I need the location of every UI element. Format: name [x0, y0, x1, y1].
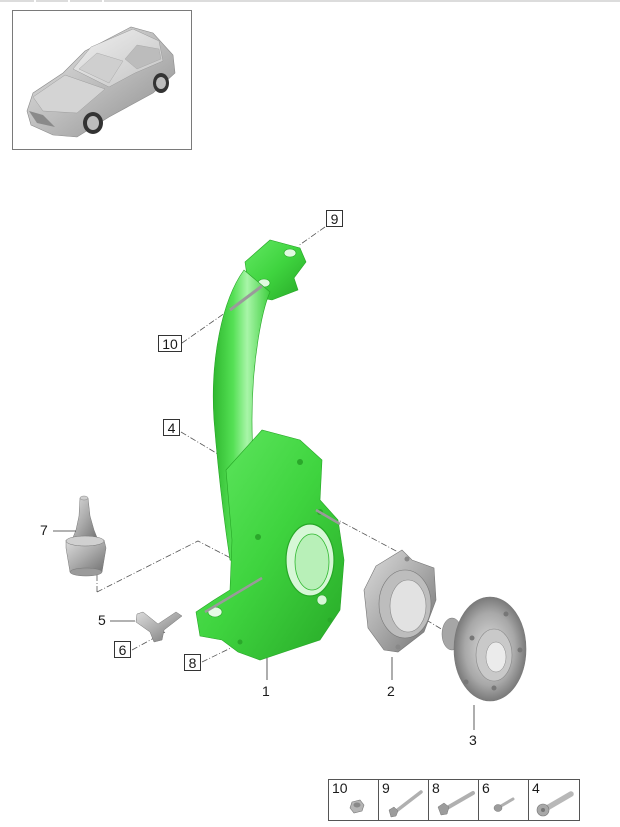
fastener-cell-10[interactable]: 10: [329, 780, 379, 820]
fastener-cell-8[interactable]: 8: [429, 780, 479, 820]
bracket[interactable]: [135, 611, 183, 643]
car-illustration: [26, 26, 176, 138]
callout-5[interactable]: 5: [98, 612, 106, 628]
fastener-cell-4[interactable]: 4: [529, 780, 579, 820]
callout-10[interactable]: 10: [158, 335, 182, 352]
flange-bolt-icon: [437, 791, 475, 816]
label-leaders: [53, 530, 475, 730]
wheel-hub[interactable]: [441, 596, 527, 702]
callout-1[interactable]: 1: [262, 683, 270, 699]
vehicle-thumbnail[interactable]: [12, 10, 192, 150]
top-toolbar-strip: [0, 0, 620, 2]
callout-4[interactable]: 4: [163, 419, 180, 436]
small-screw-icon: [493, 797, 515, 812]
callout-8[interactable]: 8: [184, 654, 201, 671]
callout-9[interactable]: 9: [326, 210, 343, 227]
nut-icon: [349, 799, 365, 814]
callout-6[interactable]: 6: [114, 641, 131, 658]
long-bolt-icon: [388, 790, 423, 818]
callout-3[interactable]: 3: [469, 732, 477, 748]
wheel-bearing[interactable]: [363, 549, 437, 653]
torx-screw-icon: [536, 791, 574, 817]
fastener-cell-6[interactable]: 6: [479, 780, 529, 820]
callout-2[interactable]: 2: [387, 683, 395, 699]
callout-7[interactable]: 7: [40, 522, 48, 538]
fastener-cell-9[interactable]: 9: [379, 780, 429, 820]
wheel-carrier-highlighted[interactable]: [195, 239, 345, 661]
ball-joint[interactable]: [65, 495, 107, 577]
fasteners-table: 10 9 8 6 4: [328, 779, 580, 821]
